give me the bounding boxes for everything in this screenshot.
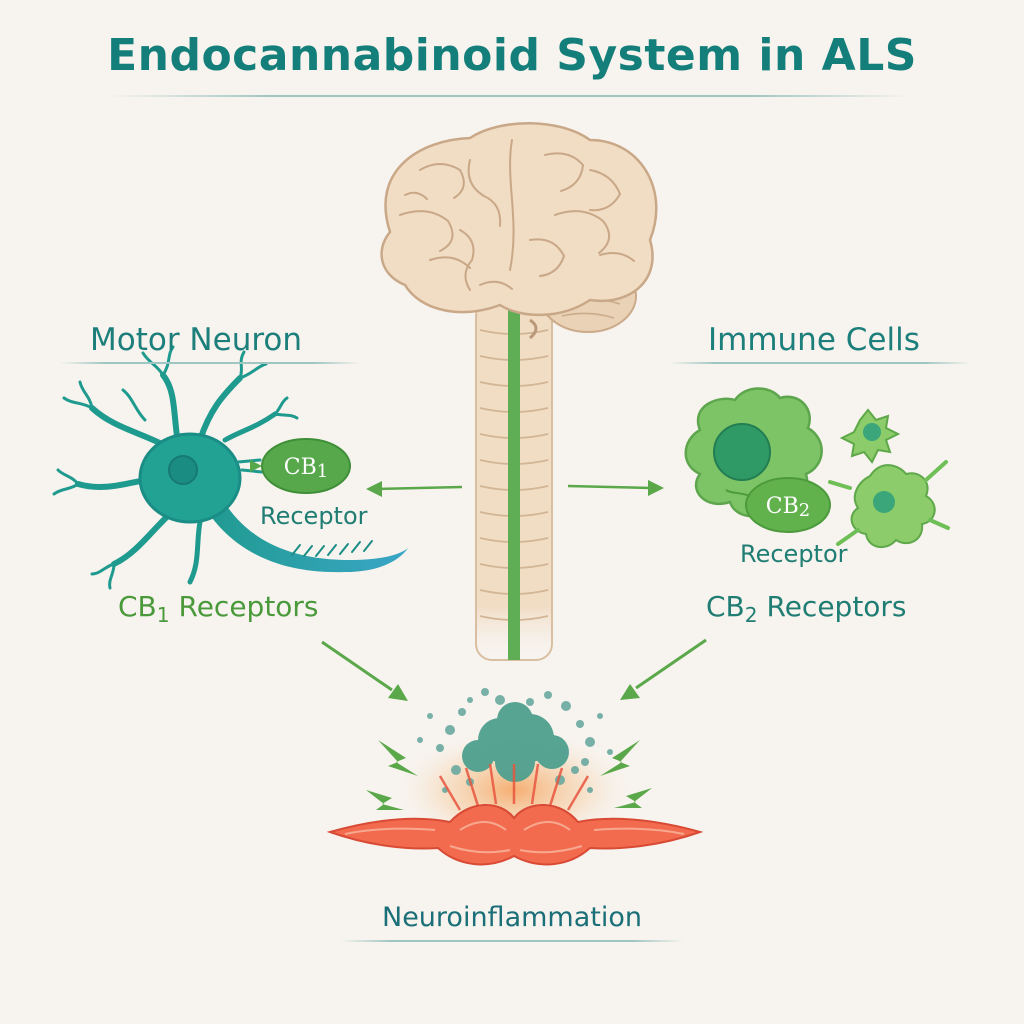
particle [585, 737, 595, 747]
cb2-receptors-label: CB2 Receptors [706, 590, 907, 627]
neuroinflammation-illustration [326, 688, 704, 866]
particle [587, 787, 593, 793]
particle [526, 698, 534, 706]
particle [427, 713, 433, 719]
cb1-receptors-rest: Receptors [169, 590, 319, 623]
cb2-receptors-base: CB [706, 590, 745, 623]
arrow-cb2-to-inflammation [620, 638, 707, 700]
particle [436, 744, 444, 752]
brain-illustration [380, 122, 658, 333]
spinal-cord [475, 299, 553, 661]
immune-cells-illustration: CB2 [684, 387, 950, 549]
particle [597, 713, 603, 719]
title-divider [110, 95, 910, 97]
particle [467, 697, 473, 703]
cb2-badge-text: CB2 [766, 494, 810, 521]
cb1-badge: CB1 [250, 438, 351, 494]
particle [607, 749, 613, 755]
arrow-cb1-to-inflammation [321, 640, 408, 701]
particle [561, 701, 571, 711]
particle [417, 737, 423, 743]
particle [451, 765, 461, 775]
cb1-receptors-label: CB1 Receptors [118, 590, 319, 627]
page-title: Endocannabinoid System in ALS [107, 30, 917, 81]
arrow-to-immune [567, 480, 664, 496]
arrow-to-neuron [366, 481, 463, 497]
bottom-divider [340, 940, 684, 942]
particle [576, 720, 584, 728]
immune-cells-divider [670, 362, 970, 364]
motor-neuron-illustration [52, 345, 408, 590]
immune-cells-heading: Immune Cells [708, 322, 920, 358]
particle [544, 691, 552, 699]
particle [495, 695, 505, 705]
cb1-badge-caption: Receptor [260, 502, 368, 530]
particle [481, 688, 489, 696]
motor-neuron-divider [60, 362, 360, 364]
particle [581, 758, 589, 766]
cb2-badge-caption: Receptor [740, 540, 848, 568]
cb1-receptors-sub: 1 [156, 602, 170, 627]
cb2-receptors-sub: 2 [744, 602, 758, 627]
neuroinflammation-label: Neuroinflammation [382, 902, 642, 933]
motor-neuron-heading: Motor Neuron [90, 322, 303, 358]
cb1-receptors-base: CB [118, 590, 157, 623]
cb2-badge: CB2 [725, 477, 831, 533]
cb2-receptors-rest: Receptors [757, 590, 907, 623]
cb1-badge-text: CB1 [284, 455, 328, 482]
particle [458, 708, 466, 716]
particle [571, 766, 579, 774]
particle [445, 725, 455, 735]
